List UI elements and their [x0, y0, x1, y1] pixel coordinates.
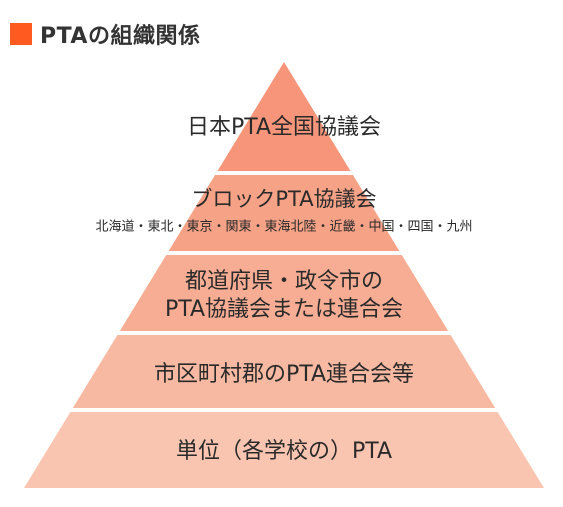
header-accent-square [10, 23, 32, 45]
pyramid-tier-1 [217, 62, 351, 171]
tier-3-label-2: PTA協議会または連合会 [165, 297, 403, 322]
tier-4-label-1: 市区町村郡のPTA連合会等 [154, 362, 414, 387]
pyramid-tier-5 [24, 412, 544, 488]
tier-2-label-1: ブロックPTA協議会 [191, 187, 376, 211]
page-title: PTAの組織関係 [40, 24, 201, 49]
tier-3-label-1: 都道府県・政令市の [185, 269, 383, 294]
tier-2-label-2: 北海道・東北・東京・関東・東海北陸・近畿・中国・四国・九州 [95, 219, 472, 235]
pyramid-tier-3 [119, 255, 449, 331]
pyramid-tier-4 [72, 335, 496, 408]
tier-1-label-1: 日本PTA全国協議会 [187, 115, 381, 140]
tier-5-label-1: 単位（各学校の）PTA [176, 439, 392, 464]
pyramid-tiers [24, 62, 544, 488]
section-header: PTAの組織関係 [10, 20, 201, 49]
pyramid-tier-2 [168, 175, 400, 251]
pyramid-labels: 日本PTA全国協議会ブロックPTA協議会北海道・東北・東京・関東・東海北陸・近畿… [95, 115, 472, 464]
